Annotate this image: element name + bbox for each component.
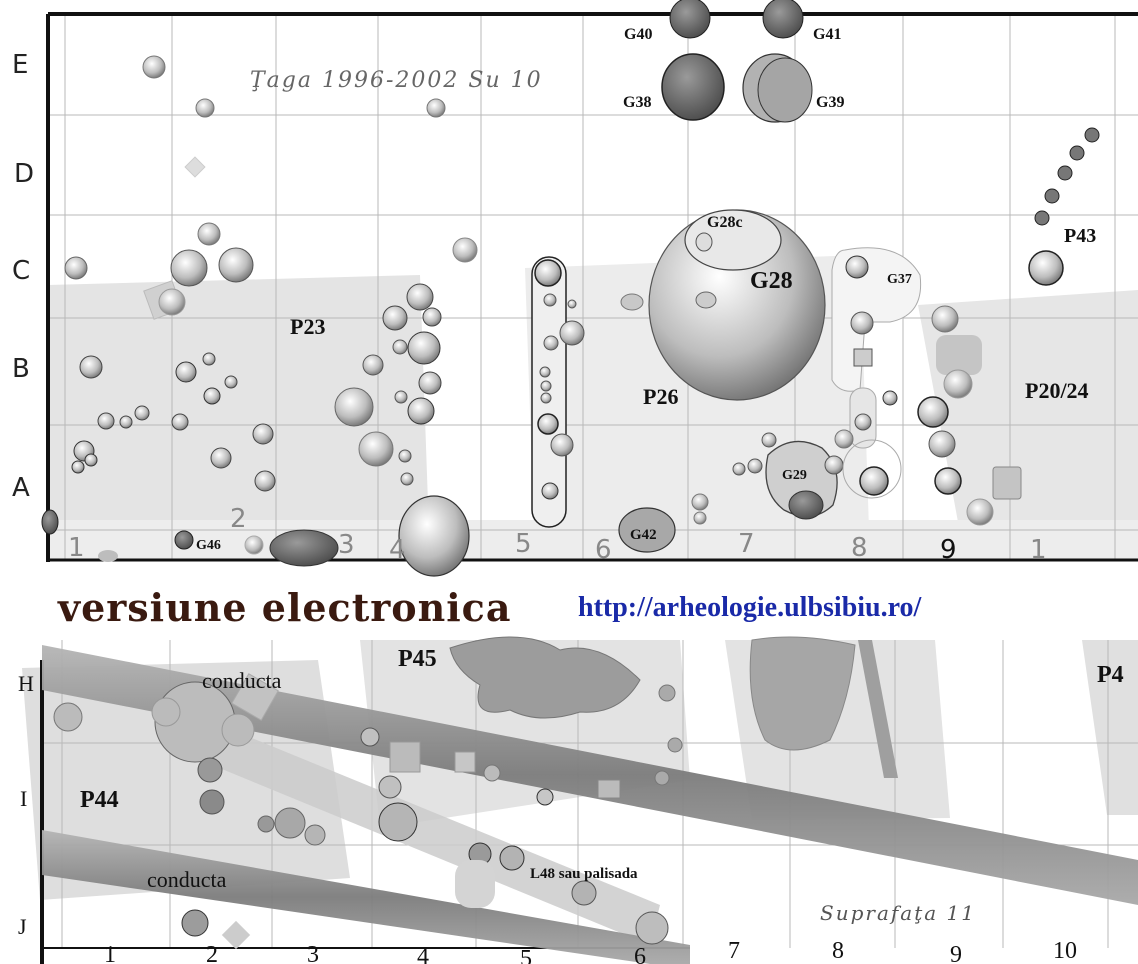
pit-g42 bbox=[618, 507, 676, 553]
label-conducta-lower: conducta bbox=[147, 867, 227, 892]
artifact-cluster-p45 bbox=[449, 636, 641, 719]
bottom-plan-title: Suprafaţa 11 bbox=[820, 901, 976, 925]
label-l48: L48 sau palisada bbox=[530, 866, 638, 882]
pit-p23-area bbox=[48, 275, 430, 560]
bcol-label-4: 4 bbox=[417, 944, 429, 964]
label-g37: G37 bbox=[887, 272, 912, 287]
bcol-label-10: 10 bbox=[1053, 938, 1077, 964]
pit-g28c bbox=[684, 209, 782, 271]
bcol-label-2: 2 bbox=[206, 942, 218, 964]
label-g40: G40 bbox=[624, 26, 652, 43]
col-label-4: 4 bbox=[389, 535, 406, 565]
trench-col5 bbox=[531, 256, 567, 528]
row-label-i: I bbox=[20, 786, 27, 811]
label-g38: G38 bbox=[623, 94, 651, 111]
pipe-conducta-upper bbox=[42, 645, 1138, 905]
pit-g37 bbox=[831, 247, 922, 392]
bcol-label-7: 7 bbox=[728, 938, 740, 964]
banner-text: versiune electronica bbox=[58, 585, 512, 630]
top-plan: Ţaga 1996-2002 Su 10 E D C B A 1 2 3 4 5… bbox=[12, 0, 1138, 577]
label-p43: P43 bbox=[1064, 225, 1096, 247]
col-label-1: 1 bbox=[68, 533, 85, 563]
label-conducta-upper: conducta bbox=[202, 668, 282, 693]
bottom-plan: P44 P45 P4 L48 sau palisada conducta con… bbox=[18, 636, 1138, 964]
pit-g38 bbox=[661, 53, 725, 121]
label-g39: G39 bbox=[816, 94, 844, 111]
bcol-label-8: 8 bbox=[832, 938, 844, 964]
pit-lower-strip bbox=[48, 520, 1138, 560]
label-p26: P26 bbox=[643, 384, 678, 409]
col-label-6: 6 bbox=[595, 535, 612, 565]
col-label-10: 1 bbox=[1030, 535, 1047, 565]
label-p44: P44 bbox=[80, 787, 119, 813]
bcol-label-3: 3 bbox=[307, 942, 319, 964]
label-p47: P4 bbox=[1097, 662, 1124, 688]
row-label-a: A bbox=[12, 473, 30, 503]
label-g46: G46 bbox=[196, 538, 221, 553]
col-label-8: 8 bbox=[851, 533, 868, 563]
artifact-cluster-p46 bbox=[749, 636, 856, 751]
top-plan-title: Ţaga 1996-2002 Su 10 bbox=[250, 68, 543, 93]
col-label-9: 9 bbox=[940, 535, 957, 565]
pit-g41 bbox=[762, 0, 804, 39]
row-label-d: D bbox=[14, 159, 34, 189]
pipe-vertical bbox=[858, 640, 898, 778]
bcol-label-9: 9 bbox=[950, 942, 962, 964]
pipe-conducta-lower bbox=[42, 830, 690, 964]
label-p23: P23 bbox=[290, 314, 325, 339]
col-label-7: 7 bbox=[738, 529, 755, 559]
row-label-b: B bbox=[12, 354, 30, 384]
label-p45: P45 bbox=[398, 646, 437, 672]
label-g42: G42 bbox=[630, 527, 657, 543]
pit-p47-area bbox=[1082, 640, 1138, 815]
label-g29: G29 bbox=[782, 468, 807, 483]
label-g41: G41 bbox=[813, 26, 841, 43]
row-label-e: E bbox=[12, 50, 28, 80]
bcol-label-6: 6 bbox=[634, 944, 646, 964]
label-p20-24: P20/24 bbox=[1025, 378, 1089, 403]
col-label-2: 2 bbox=[230, 504, 247, 534]
palisade-l48 bbox=[200, 725, 660, 945]
bcol-label-1: 1 bbox=[104, 942, 116, 964]
col-label-5: 5 bbox=[515, 529, 532, 559]
row-label-j: J bbox=[18, 914, 27, 939]
row-label-h: H bbox=[18, 671, 34, 696]
col-label-3: 3 bbox=[338, 530, 355, 560]
label-g28c: G28c bbox=[707, 214, 743, 231]
row-label-c: C bbox=[12, 256, 30, 286]
banner-url-link[interactable]: http://arheologie.ulbsibiu.ro/ bbox=[578, 592, 922, 623]
pit-g40 bbox=[669, 0, 711, 39]
bcol-label-5: 5 bbox=[520, 946, 532, 964]
label-g28: G28 bbox=[750, 268, 793, 294]
